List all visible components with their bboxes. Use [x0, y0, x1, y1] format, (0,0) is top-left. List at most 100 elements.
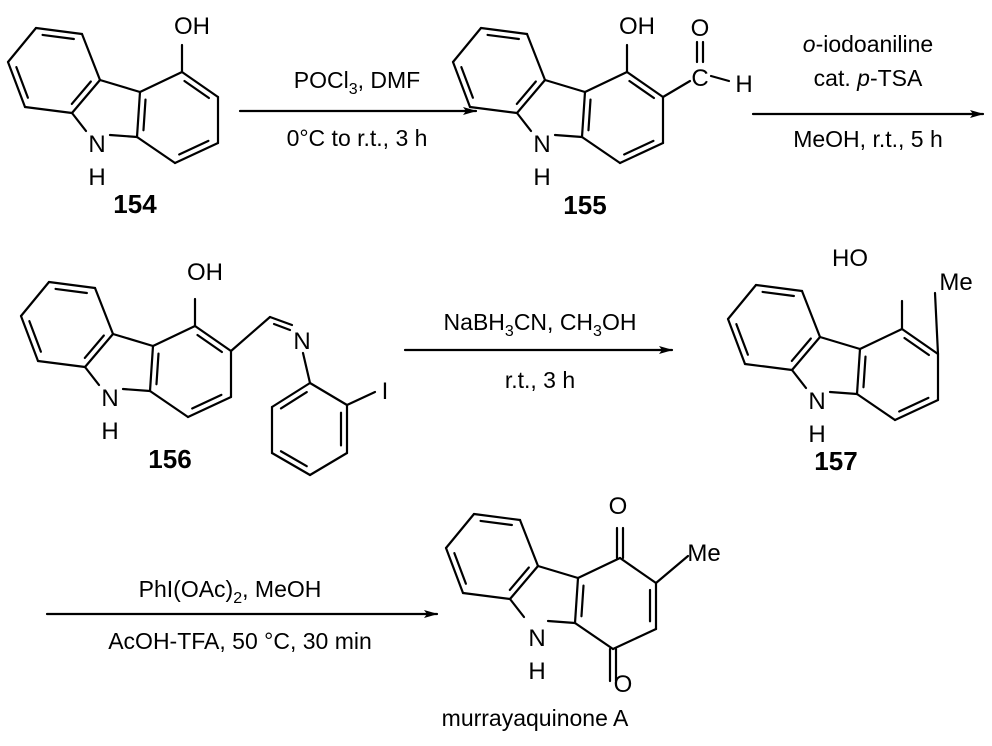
- c156-benzene-bond: [19, 280, 51, 318]
- c154-ring-bond: [180, 70, 220, 99]
- c157-ring-double-bond: [898, 396, 930, 413]
- c155-benzene-bond: [468, 105, 519, 115]
- product-ring-bond: [573, 576, 580, 625]
- c155-ring-bond: [580, 90, 587, 139]
- c155-cho-bond: [661, 79, 692, 99]
- c155-benzene-double-bond: [515, 80, 537, 106]
- c157-label: 157: [814, 446, 857, 476]
- c156-ci-bond: [345, 390, 377, 407]
- c157-benzene-double-bond: [735, 323, 750, 356]
- c157-benzene-double-bond: [761, 290, 795, 298]
- c156-benzene-double-bond: [83, 334, 105, 360]
- c157-bond: [818, 335, 862, 351]
- c155-benzene-bond: [451, 60, 472, 109]
- c157-benzene-bond: [800, 289, 822, 339]
- c156-ch-bond: [229, 315, 272, 353]
- c156-oh: OH: [187, 259, 223, 286]
- c155-benzene-bond: [515, 78, 547, 115]
- c155-ring-double-bond: [623, 139, 655, 156]
- step2-reagent: o-iodoaniline: [803, 31, 933, 57]
- c157-me: Me: [939, 269, 972, 296]
- c156-ring-double-bond: [196, 333, 224, 354]
- c157-bond: [790, 368, 808, 390]
- c156-h: H: [101, 418, 118, 445]
- product-benzene-bond: [518, 518, 540, 568]
- c156-ring-bond: [186, 395, 233, 419]
- c156-benzene-double-bond: [28, 320, 43, 353]
- c157-me-bond: [933, 291, 940, 356]
- product-benzene-bond: [461, 591, 512, 601]
- c155-benzene-bond: [525, 32, 547, 82]
- product-bond: [536, 564, 580, 580]
- c154-benzene-bond: [70, 78, 102, 115]
- c156-bond: [111, 332, 155, 348]
- c155-aldehyde-h: H: [735, 71, 752, 98]
- step3-reagents: NaBH3CN, CH3OH: [444, 309, 637, 340]
- c154-ring-double-bond: [178, 139, 210, 156]
- c155-ch-bond: [709, 74, 731, 83]
- c154-benzene-double-bond: [41, 33, 75, 41]
- c157-h: H: [808, 421, 825, 448]
- c154-oh: OH: [174, 13, 210, 40]
- c154-benzene-bond: [34, 26, 84, 36]
- product-me: Me: [687, 540, 720, 567]
- c154-n: N: [88, 131, 105, 158]
- c154-label: 154: [113, 189, 157, 219]
- c157-ring-bond: [855, 392, 897, 422]
- c154-ring-double-bond: [142, 98, 147, 132]
- c155-ring-double-bond: [628, 79, 656, 100]
- c154-benzene-bond: [23, 105, 74, 115]
- c157-ring-bond: [893, 398, 940, 422]
- product-bond: [546, 619, 577, 625]
- c154-bond: [70, 111, 88, 133]
- c154-benzene-double-bond: [15, 66, 30, 99]
- c156-imine-double-bond: [272, 322, 292, 332]
- c155-label: 155: [563, 190, 606, 220]
- c157-benzene-bond: [743, 362, 794, 372]
- c156-imine-bond: [268, 315, 294, 327]
- product-ring-bond: [573, 621, 615, 651]
- product-benzene-double-bond: [479, 519, 513, 527]
- c156-iodophenyl-bond: [270, 451, 312, 477]
- c156-imine-n: N: [293, 328, 310, 355]
- product-benzene-bond: [444, 512, 476, 550]
- c155-bond: [543, 78, 587, 94]
- c156-ring-bond: [148, 389, 190, 419]
- c154-ring-bond: [135, 90, 142, 139]
- step3-conditions: r.t., 3 h: [505, 367, 575, 393]
- c156-bond: [121, 387, 152, 393]
- c157-ring-bond: [900, 327, 940, 356]
- c154-h: H: [88, 164, 105, 191]
- c157-ho: HO: [832, 245, 868, 272]
- product-ring-bond: [576, 556, 622, 580]
- c157-benzene-bond: [790, 335, 822, 372]
- c154-ring-bond: [138, 70, 184, 94]
- c156-iodine: I: [382, 378, 389, 405]
- product-me-bond: [654, 554, 690, 585]
- product-o-top: O: [609, 493, 628, 520]
- step2-catalyst: cat. p-TSA: [814, 65, 923, 91]
- c155-benzene-double-bond: [486, 33, 520, 41]
- product-benzene-double-bond: [453, 552, 468, 585]
- c156-iodophenyl-bond: [270, 381, 312, 409]
- product-ring-double-bond: [580, 584, 585, 618]
- c156-bond: [83, 365, 101, 387]
- step4-conditions: AcOH-TFA, 50 °C, 30 min: [108, 628, 372, 654]
- c157-ring-double-bond: [862, 355, 867, 389]
- c156-iodophenyl-bond: [308, 381, 349, 407]
- bond-layer: [6, 26, 940, 683]
- product-o-bottom: O: [614, 671, 633, 698]
- c155-ring-bond: [618, 141, 665, 165]
- c155-ring-bond: [625, 70, 665, 99]
- c156-benzene-bond: [36, 359, 87, 369]
- product-benzene-double-bond: [508, 566, 530, 592]
- c156-benzene-double-bond: [54, 287, 88, 295]
- product-n: N: [528, 625, 545, 652]
- c157-ring-bond: [855, 347, 862, 396]
- c154-ring-bond: [135, 135, 177, 165]
- c157-ring-bond: [858, 327, 904, 351]
- c155-benzene-bond: [451, 26, 483, 64]
- product-benzene-bond: [508, 564, 540, 601]
- product-label: murrayaquinone A: [442, 705, 629, 731]
